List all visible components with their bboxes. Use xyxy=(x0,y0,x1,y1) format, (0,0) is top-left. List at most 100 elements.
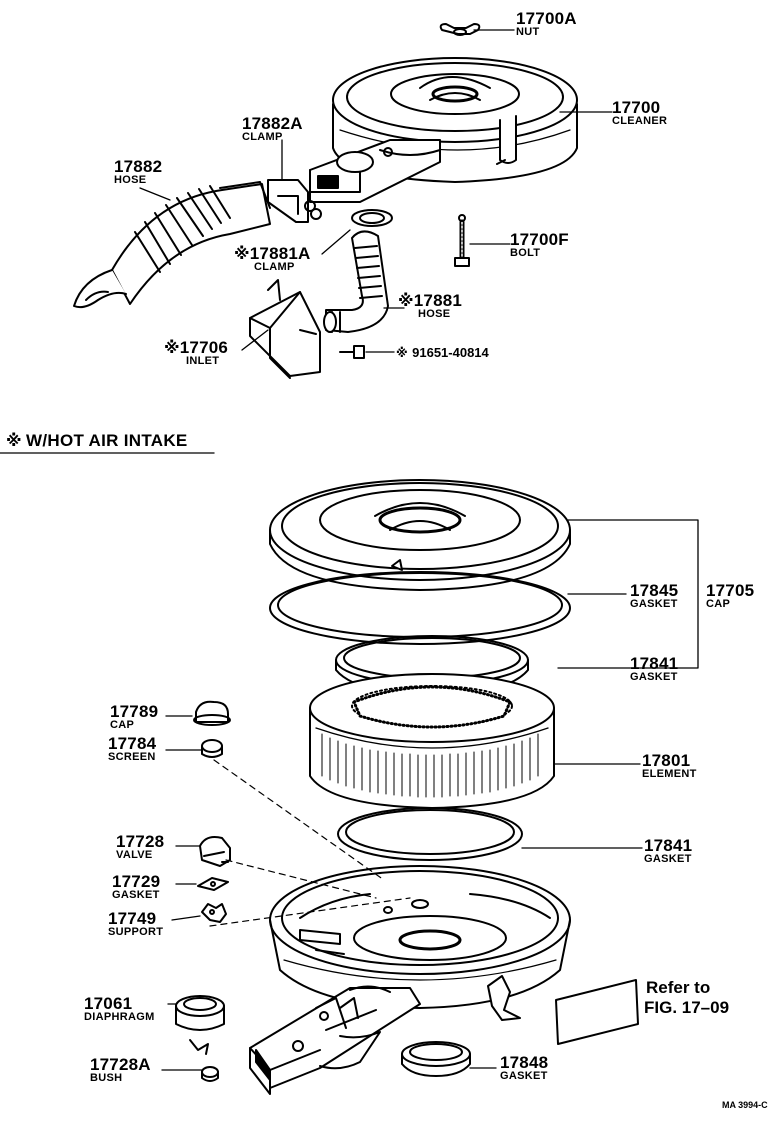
label-17881a: ※17881A CLAMP xyxy=(234,245,311,273)
gasket-17729-drawing xyxy=(197,877,229,891)
part-name: GASKET xyxy=(644,853,692,865)
bush-17728a-drawing xyxy=(201,1066,219,1082)
part-number: 17700A xyxy=(516,9,577,28)
part-name: GASKET xyxy=(112,889,160,901)
marker-icon: ※ xyxy=(396,346,408,360)
part-name: BOLT xyxy=(510,247,541,259)
part-name: DIAPHRAGM xyxy=(84,1011,155,1023)
part-number: 17700F xyxy=(510,230,569,249)
part-number: 17848 xyxy=(500,1053,549,1072)
part-number: 17729 xyxy=(112,872,161,891)
label-17700: 17700 CLEANER xyxy=(612,99,667,127)
part-name: HOSE xyxy=(114,174,147,186)
cap-17705-drawing xyxy=(269,479,571,591)
part-name: VALVE xyxy=(116,849,153,861)
part-number: 17841 xyxy=(630,654,679,673)
section-title: ※ W/HOT AIR INTAKE xyxy=(6,432,188,450)
housing-clip-drawing xyxy=(487,975,521,1021)
label-17061: 17061 DIAPHRAGM xyxy=(84,995,155,1023)
part-name: CAP xyxy=(706,598,731,610)
gasket-17841-lower-drawing xyxy=(337,807,523,861)
label-17728a: 17728A BUSH xyxy=(90,1056,151,1084)
wing-nut-drawing xyxy=(439,23,481,36)
label-17706: ※17706 INLET xyxy=(164,339,228,367)
reference-note: Refer to FIG. 17–09 xyxy=(644,978,730,1019)
label-17882a: 17882A CLAMP xyxy=(242,115,303,143)
bolt-17700f-drawing xyxy=(454,214,470,267)
part-name: ELEMENT xyxy=(642,768,697,780)
part-number: 17728A xyxy=(90,1055,151,1074)
part-number: 17749 xyxy=(108,909,157,928)
label-17841-lower: 17841 GASKET xyxy=(644,837,692,865)
snorkel-lower-drawing xyxy=(249,985,421,1095)
screen-17784-drawing xyxy=(201,739,223,758)
part-number: 17789 xyxy=(110,702,159,721)
part-number: 17841 xyxy=(644,836,693,855)
diaphragm-17061-drawing xyxy=(175,995,225,1055)
cleaner-housing-drawing xyxy=(269,865,571,1009)
label-17789: 17789 CAP xyxy=(110,703,158,731)
part-number: 17784 xyxy=(108,734,157,753)
part-number: 17845 xyxy=(630,581,679,600)
marker-icon: ※ xyxy=(6,431,22,450)
hose-17882-drawing xyxy=(73,181,271,309)
reference-line-2: FIG. 17–09 xyxy=(644,998,730,1018)
snorkel-drawing xyxy=(309,139,441,203)
section-title-text: W/HOT AIR INTAKE xyxy=(26,431,188,450)
cap-17789-drawing xyxy=(193,700,231,726)
label-17841-upper: 17841 GASKET xyxy=(630,655,678,683)
label-17729: 17729 GASKET xyxy=(112,873,160,901)
part-name: INLET xyxy=(186,355,220,367)
marker-icon: ※ xyxy=(234,244,250,263)
support-17749-drawing xyxy=(201,903,227,923)
part-number: 17881 xyxy=(413,291,463,310)
part-number: 17881A xyxy=(249,244,311,263)
part-name: HOSE xyxy=(418,308,451,320)
part-name: GASKET xyxy=(630,598,678,610)
part-number: 17705 xyxy=(706,581,755,600)
part-name: CLAMP xyxy=(254,261,295,273)
label-17700f: 17700F BOLT xyxy=(510,231,569,259)
label-91651: ※ 91651-40814 xyxy=(396,345,489,361)
part-number: 17882 xyxy=(114,157,163,176)
inlet-17706-drawing xyxy=(249,279,321,379)
part-number: 17700 xyxy=(612,98,661,117)
label-17705: 17705 CAP xyxy=(706,582,754,610)
marker-icon: ※ xyxy=(398,291,414,310)
part-name: GASKET xyxy=(630,671,678,683)
label-17749: 17749 SUPPORT xyxy=(108,910,163,938)
footer-code: MA 3994-C xyxy=(722,1100,768,1110)
element-17801-drawing xyxy=(309,673,555,809)
label-17728: 17728 VALVE xyxy=(116,833,164,861)
label-17801: 17801 ELEMENT xyxy=(642,752,697,780)
part-number: 17061 xyxy=(84,994,133,1013)
part-number: 17728 xyxy=(116,832,165,851)
part-name: CLEANER xyxy=(612,115,668,127)
gasket-17845-drawing xyxy=(269,571,571,645)
reference-sheet-drawing xyxy=(555,979,639,1045)
part-number: 17882A xyxy=(242,114,303,133)
part-name: SUPPORT xyxy=(108,926,164,938)
label-17881: ※17881 HOSE xyxy=(398,292,462,320)
part-name: NUT xyxy=(516,26,540,38)
part-name: GASKET xyxy=(500,1070,548,1082)
part-number: 17801 xyxy=(642,751,691,770)
label-17845: 17845 GASKET xyxy=(630,582,678,610)
label-17882: 17882 HOSE xyxy=(114,158,162,186)
label-17700a: 17700A NUT xyxy=(516,10,577,38)
label-17784: 17784 SCREEN xyxy=(108,735,156,763)
air-cleaner-drawing xyxy=(332,57,578,183)
part-name: CLAMP xyxy=(242,131,283,143)
part-number: 91651-40814 xyxy=(412,345,489,360)
screw-91651-drawing xyxy=(339,345,365,359)
part-name: CAP xyxy=(110,719,135,731)
hose-17881-drawing xyxy=(323,209,393,333)
marker-icon: ※ xyxy=(164,338,180,357)
part-number: 17706 xyxy=(179,338,229,357)
gasket-17848-drawing xyxy=(401,1041,471,1077)
part-name: BUSH xyxy=(90,1072,123,1084)
clamp-17882a-drawing xyxy=(267,179,322,223)
valve-17728-drawing xyxy=(199,836,231,867)
